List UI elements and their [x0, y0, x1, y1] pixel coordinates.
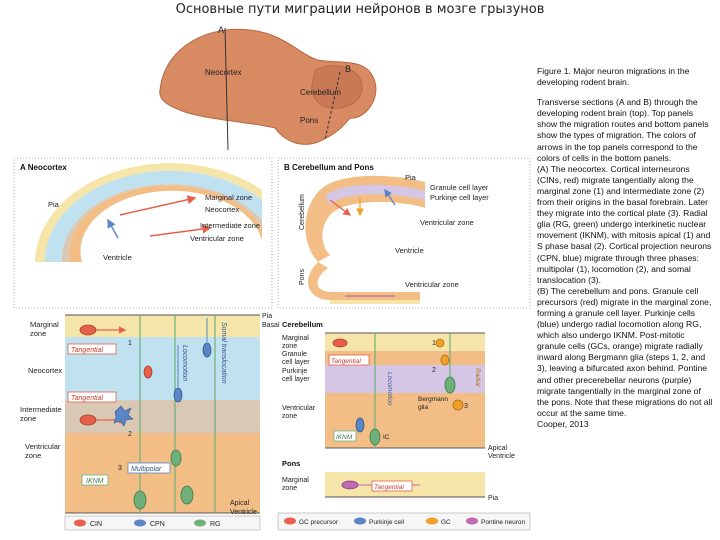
bottom-a-basal: Basal [262, 322, 280, 329]
panel-a-ventricle: Ventricle [103, 253, 132, 262]
bottom-b-radial: Radial [474, 368, 481, 387]
bottom-a-somal: Somal translocation [220, 322, 227, 384]
panel-b-heading: B Cerebellum and Pons [284, 163, 374, 172]
bottom-b-ventricular-1: Ventricular [282, 405, 316, 412]
bottom-b-marginal2-2: zone [282, 485, 297, 492]
panel-b-ventricular-zone: Ventricular zone [420, 218, 474, 227]
panel-b-pons-side: Pons [299, 269, 306, 285]
bottom-a-num-3: 3 [118, 465, 122, 472]
caption-paragraph-2: (A) The neocortex. Cortical interneurons… [537, 164, 713, 286]
legend-b-gc: GC [441, 519, 451, 526]
caption-paragraph-3: (B) The cerebellum and pons. Granule cel… [537, 286, 713, 419]
legend-a-cpn: CPN [150, 521, 165, 528]
figure-caption: Figure 1. Major neuron migrations in the… [537, 66, 713, 430]
bottom-a-marginal-1: Marginal [30, 320, 59, 329]
bottom-a-pia: Pia [262, 313, 272, 320]
legend-b-gc-precursor: GC precursor [299, 519, 339, 526]
legend-b-pontine: Pontine neuron [481, 519, 525, 526]
bottom-b-ic: IC [383, 434, 390, 441]
bottom-a-apical: Apical [230, 500, 250, 507]
panel-b-purkinje-layer: Purkinje cell layer [430, 193, 489, 202]
caption-citation: Cooper, 2013 [537, 419, 713, 430]
bottom-b-cerebellum: Cerebellum [282, 320, 323, 329]
bottom-a-tangential-1: Tangential [71, 347, 103, 354]
bottom-b-purkinje-1: Purkinje [282, 368, 307, 375]
bottom-a-ventricular-1: Ventricular [25, 442, 61, 451]
bottom-b-purkinje-2: cell layer [282, 376, 310, 383]
panel-a-pia: Pia [48, 200, 60, 209]
panel-a-top: A Neocortex Pia Marginal zone Neocortex … [14, 158, 272, 308]
bottom-b-marginal-1: Marginal [282, 335, 309, 342]
bottom-a-ventricular-2: zone [25, 451, 41, 460]
brain-label-pons: Pons [300, 116, 318, 125]
bottom-b-num-3: 3 [464, 403, 468, 410]
legend-b-purkinje: Purkinje cell [369, 519, 405, 526]
bottom-b-apical: Apical [488, 445, 508, 452]
bottom-a-num-2: 2 [128, 431, 132, 438]
panel-b-ventricular-zone-2: Ventricular zone [405, 280, 459, 289]
bottom-b-tangential-2: Tangential [374, 484, 404, 491]
bottom-b-ventricular-2: zone [282, 413, 297, 420]
bottom-a-neocortex: Neocortex [28, 366, 62, 375]
brain-label-neocortex: Neocortex [205, 68, 241, 77]
bottom-a-ventricle: Ventricle [230, 509, 257, 516]
bottom-b-ventricle: Ventricle [488, 453, 515, 460]
bottom-b-locomotion: Locomotion [386, 372, 393, 406]
panel-b-ventricle: Ventricle [395, 246, 424, 255]
bottom-a-intermediate-1: Intermediate [20, 405, 62, 414]
brain-sketch: A B Neocortex Cerebellum Pons [160, 25, 376, 150]
bottom-b-pons: Pons [282, 459, 300, 468]
bottom-b-marginal-2: zone [282, 343, 297, 350]
bottom-b-num-1: 1 [432, 340, 436, 347]
caption-paragraph-1: Transverse sections (A and B) through th… [537, 97, 713, 164]
legend-a-cin: CIN [90, 521, 102, 528]
bottom-b-pia: Pia [488, 495, 498, 502]
bottom-b-marginal2-1: Marginal [282, 477, 309, 484]
panel-b-top: B Cerebellum and Pons Pia Granule cell l… [278, 158, 530, 308]
panel-b-cerebellum-side: Cerebellum [299, 194, 306, 230]
bottom-b-granule-1: Granule [282, 351, 307, 358]
bottom-a-num-1: 1 [128, 340, 132, 347]
panel-a-neocortex: Neocortex [205, 205, 239, 214]
panel-a-heading: A Neocortex [20, 163, 67, 172]
bottom-a-iknm: IKNM [86, 478, 104, 485]
bottom-a-intermediate-2: zone [20, 414, 36, 423]
panel-a-marginal-zone: Marginal zone [205, 193, 252, 202]
brain-label-a: A [218, 25, 224, 35]
bottom-b-tangential-1: Tangential [331, 358, 361, 365]
bottom-b-granule-2: cell layer [282, 359, 310, 366]
panel-a-ventricular-zone: Ventricular zone [190, 234, 244, 243]
bottom-a-locomotion: Locomotion [181, 345, 188, 381]
brain-label-cerebellum: Cerebellum [300, 88, 341, 97]
bottom-a-marginal-2: zone [30, 329, 46, 338]
bottom-a-multipolar: Multipolar [131, 466, 162, 473]
panel-a-bottom: Marginal zone Neocortex Intermediate zon… [20, 313, 280, 530]
brain-label-b: B [345, 64, 351, 74]
bottom-b-bergmann-1: Bergmann [418, 396, 448, 403]
bottom-b-bergmann-2: glia [418, 404, 429, 411]
panel-b-bottom: Cerebellum Marginal zone Granule cell la… [278, 320, 530, 530]
panel-b-pia: Pia [405, 173, 417, 182]
bottom-a-tangential-2: Tangential [71, 395, 103, 402]
panel-b-granule-layer: Granule cell layer [430, 183, 489, 192]
bottom-b-iknm: IKNM [336, 434, 353, 441]
caption-title: Figure 1. Major neuron migrations in the… [537, 66, 713, 88]
bottom-b-num-2: 2 [432, 367, 436, 374]
legend-a-rg: RG [210, 521, 221, 528]
panel-a-intermediate-zone: Intermediate zone [200, 221, 260, 230]
